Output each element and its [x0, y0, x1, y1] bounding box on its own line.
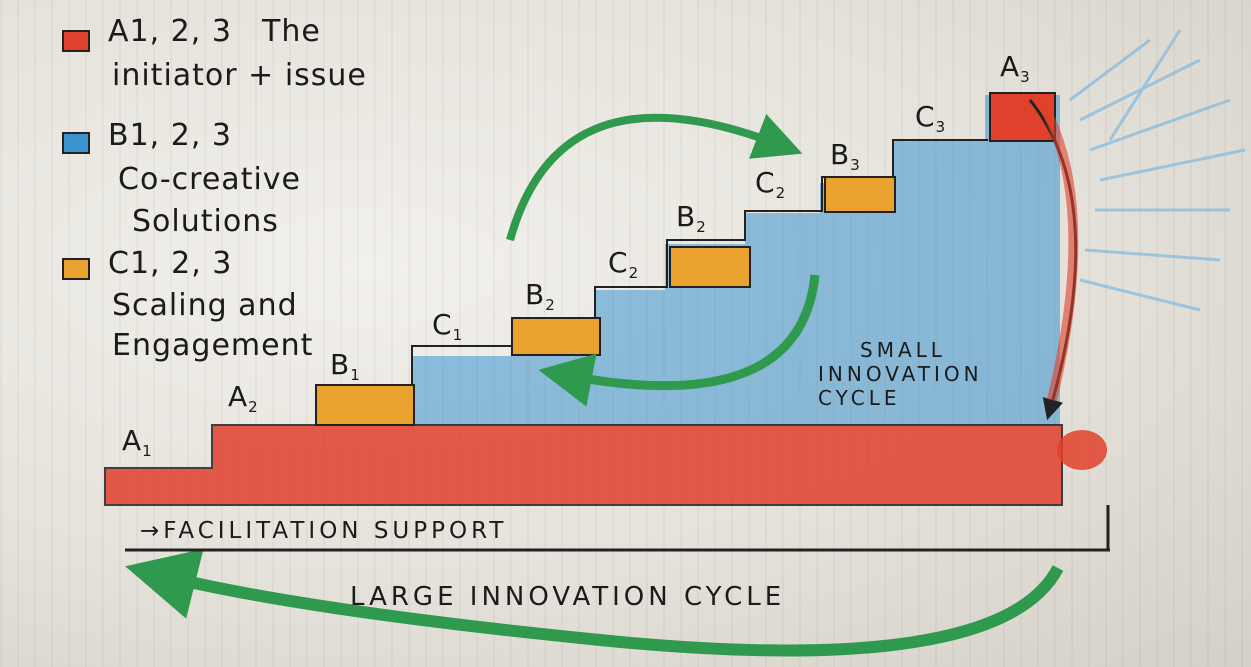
green-small-cycle-arrow — [538, 274, 820, 407]
green-large-cycle-arrow — [125, 548, 1064, 657]
legend-c-line2: Engagement — [112, 328, 314, 363]
b2b-block — [669, 246, 751, 288]
label-c1: C1 — [432, 308, 464, 344]
label-b1: B1 — [330, 348, 361, 384]
legend-b-line1: Co-creative — [118, 162, 302, 197]
red-blob — [1057, 430, 1107, 470]
label-c3: C3 — [915, 100, 947, 136]
label-b2b: B2 — [676, 200, 707, 236]
legend-a-line2: initiator + issue — [112, 58, 367, 93]
blue-scribble — [1069, 29, 1246, 312]
legend-c-line1: Scaling and — [112, 288, 298, 323]
legend-b-line2: Solutions — [132, 204, 279, 239]
label-a2: A2 — [228, 380, 259, 416]
legend-c-swatch — [62, 258, 90, 280]
red-base-steps — [104, 424, 1063, 506]
large-cycle-label: LARGE INNOVATION CYCLE — [350, 582, 786, 612]
small-cycle-line1: SMALL — [860, 338, 946, 362]
label-a1: A1 — [122, 424, 153, 460]
legend-a-swatch — [62, 30, 90, 52]
small-cycle-line2: INNOVATION — [818, 362, 983, 386]
green-top-arrow — [506, 113, 803, 242]
legend-a-line1: The — [262, 14, 321, 49]
label-b3: B3 — [830, 138, 861, 174]
label-b2a: B2 — [525, 278, 556, 314]
legend-c-code: C1, 2, 3 — [108, 246, 233, 281]
label-a3: A3 — [1000, 50, 1031, 86]
legend-a-code: A1, 2, 3 — [108, 14, 232, 49]
b3-block — [824, 176, 896, 213]
small-cycle-line3: CYCLE — [818, 386, 901, 410]
legend-b-code: B1, 2, 3 — [108, 118, 232, 153]
a3-down-arrow-fill — [1035, 97, 1079, 402]
b1-block — [315, 384, 415, 426]
label-c2b: C2 — [755, 166, 787, 202]
facilitation-support-label: →FACILITATION SUPPORT — [140, 518, 508, 544]
legend-b-swatch — [62, 132, 90, 154]
label-c2a: C2 — [608, 246, 640, 282]
b2a-block — [511, 317, 601, 356]
